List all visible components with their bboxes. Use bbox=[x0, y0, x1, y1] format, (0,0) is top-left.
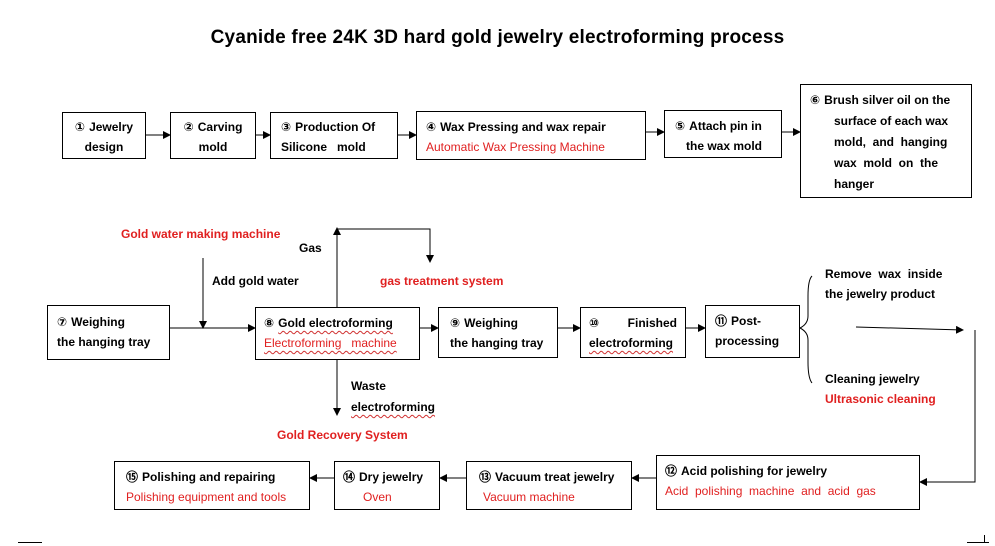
step-15-line2: Polishing equipment and tools bbox=[126, 490, 287, 504]
step-12-line1: Acid polishing for jewelry bbox=[681, 464, 828, 478]
step-10-line1: Finished bbox=[627, 316, 677, 330]
step-1-line2: design bbox=[84, 140, 124, 154]
title-text: Cyanide free 24K 3D hard gold jewelry el… bbox=[210, 27, 785, 48]
step-9-line1: Weighing bbox=[464, 316, 518, 330]
step-7-line1: Weighing bbox=[71, 315, 125, 329]
step-3-number: ③ bbox=[281, 120, 292, 134]
step-10-number: ⑩ bbox=[589, 316, 600, 330]
step-7-line2: the hanging tray bbox=[57, 335, 151, 349]
diagram-title: Cyanide free 24K 3D hard gold jewelry el… bbox=[0, 27, 995, 49]
step-12-number: ⑫ bbox=[665, 464, 678, 478]
waste-label: Waste bbox=[351, 379, 386, 393]
remove-wax-label-2: the jewelry product bbox=[825, 287, 936, 301]
step-5-line1: Attach pin in bbox=[689, 119, 762, 133]
step-12-line2: Acid polishing machine and acid gas bbox=[665, 484, 876, 498]
step-9-line2: the hanging tray bbox=[450, 336, 544, 350]
step-6-line3: mold, and hanging bbox=[834, 135, 948, 149]
gold-recovery-label: Gold Recovery System bbox=[277, 428, 408, 442]
step-6-line5: hanger bbox=[834, 177, 875, 191]
step-4-number: ④ bbox=[426, 120, 437, 134]
step-13-line1: Vacuum treat jewelry bbox=[495, 470, 615, 484]
remove-wax-label-1: Remove wax inside bbox=[825, 267, 943, 281]
add-gold-water-label: Add gold water bbox=[212, 274, 299, 288]
step-2-line1: Carving bbox=[197, 120, 243, 134]
waste-electroforming-label: electroforming bbox=[351, 400, 436, 414]
ultrasonic-cleaning-label: Ultrasonic cleaning bbox=[825, 392, 936, 406]
step-1-line1: Jewelry bbox=[89, 120, 134, 134]
step-2-number: ② bbox=[183, 120, 194, 134]
step-10-box: ⑩ Finished electroforming bbox=[580, 307, 686, 358]
gas-label: Gas bbox=[299, 241, 322, 255]
gold-water-machine-label: Gold water making machine bbox=[121, 227, 281, 241]
step-13-line2: Vacuum machine bbox=[483, 490, 575, 504]
step-4-line1: Wax Pressing and wax repair bbox=[440, 120, 606, 134]
step-5-line2: the wax mold bbox=[686, 139, 763, 153]
arrow-post-right bbox=[855, 325, 964, 334]
step-13-number: ⑬ bbox=[479, 470, 492, 484]
step-6-line1: Brush silver oil on the bbox=[824, 93, 951, 107]
step-11-number: ⑪ bbox=[715, 314, 728, 328]
step-10-line2: electroforming bbox=[589, 336, 674, 350]
cleaning-jewelry-label: Cleaning jewelry bbox=[825, 372, 920, 386]
step-8-number: ⑧ bbox=[264, 316, 275, 330]
step-6-line2: surface of each wax bbox=[834, 114, 949, 128]
arrow-gas-treatment bbox=[337, 228, 434, 263]
step-7-number: ⑦ bbox=[57, 315, 68, 329]
step-14-number: ⑭ bbox=[343, 470, 356, 484]
step-15-number: ⑮ bbox=[126, 470, 139, 484]
gas-treatment-label: gas treatment system bbox=[380, 274, 504, 288]
step-4-line2: Automatic Wax Pressing Machine bbox=[426, 140, 605, 154]
step-5-number: ⑤ bbox=[675, 119, 686, 133]
step-1-number: ① bbox=[74, 120, 86, 134]
step-14-line1: Dry jewelry bbox=[359, 470, 424, 484]
step-11-line2: processing bbox=[715, 334, 780, 348]
step-2-line2: mold bbox=[198, 140, 228, 154]
page-corner-mark-left bbox=[18, 542, 42, 543]
page-corner-mark-right bbox=[967, 542, 989, 543]
step-15-line1: Polishing and repairing bbox=[142, 470, 276, 484]
step-9-number: ⑨ bbox=[450, 316, 461, 330]
page-corner-mark-right-tick bbox=[984, 535, 985, 543]
step-6-line4: wax mold on the bbox=[834, 156, 939, 170]
step-8-line2: Electroforming machine bbox=[264, 336, 397, 350]
step-3-line1: Production Of bbox=[295, 120, 376, 134]
step-11-line1: Post- bbox=[731, 314, 762, 328]
step-8-line1: Gold electroforming bbox=[278, 316, 393, 330]
arrow-to-12 bbox=[919, 330, 976, 486]
step-6-number: ⑥ bbox=[810, 93, 821, 107]
step-14-line2: Oven bbox=[363, 490, 392, 504]
step-3-line2: Silicone mold bbox=[281, 140, 366, 154]
post-processing-brace bbox=[798, 275, 813, 384]
